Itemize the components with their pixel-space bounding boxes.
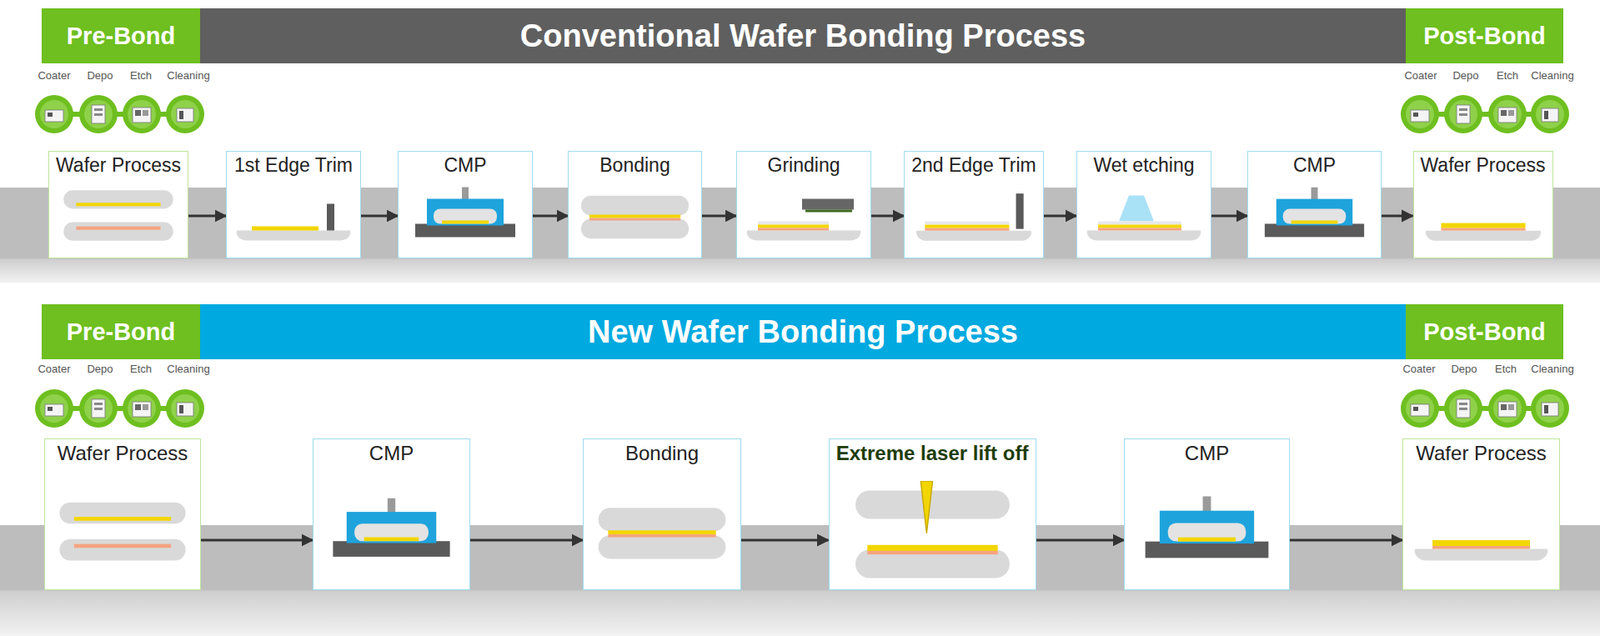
flow-arrow [1289, 539, 1403, 542]
flow-arrow [871, 215, 904, 218]
equipment-label: Cleaning [166, 69, 210, 82]
process-step-box: Wafer Process [48, 150, 189, 259]
flow-arrow [1036, 539, 1125, 542]
step-title: Bonding [599, 151, 670, 177]
step-title: CMP [1184, 439, 1229, 466]
wafer-illustration [398, 180, 532, 256]
step-title: Conventional Wafer Bonding Process [520, 18, 1086, 55]
flow-arrow [470, 539, 583, 542]
wafer-illustration [1248, 180, 1381, 256]
flow-arrow [1211, 215, 1248, 218]
process-step-box: Wafer Process [44, 438, 201, 591]
wafer-illustration [904, 180, 1044, 256]
step-title: Post-Bond [1423, 22, 1546, 51]
step-title: CMP [369, 439, 414, 466]
step-title: Wafer Process [1420, 151, 1546, 177]
flow-arrow [1043, 215, 1077, 218]
wafer-illustration [737, 180, 871, 256]
step-title: 1st Edge Trim [234, 151, 353, 177]
step-title: Extreme laser lift off [836, 439, 1029, 466]
step-title: Pre-Bond [66, 318, 176, 347]
flow-arrow [200, 539, 313, 542]
stage-tag: Post-Bond [1405, 304, 1564, 360]
stage-tag: Post-Bond [1405, 8, 1564, 64]
flow-arrow [532, 215, 568, 218]
equipment-label: Coater [1402, 362, 1435, 376]
flow-arrow [702, 215, 737, 218]
process-step-box: CMP [1123, 438, 1290, 591]
equipment-label: Etch [1496, 69, 1519, 82]
step-title: 2nd Edge Trim [911, 151, 1037, 177]
equipment-label: Coater [1404, 69, 1437, 82]
equipment-label: Coater [37, 69, 71, 82]
flow-arrow [741, 539, 829, 542]
wafer-illustration [45, 481, 201, 588]
wafer-illustration [49, 180, 188, 256]
step-title: Post-Bond [1423, 318, 1546, 347]
step-title: New Wafer Bonding Process [587, 314, 1019, 351]
wafer-illustration [313, 481, 470, 588]
step-title: Bonding [625, 439, 699, 466]
equipment-label: Etch [130, 69, 152, 82]
process-title-bar: New Wafer Bonding Process [200, 304, 1406, 360]
equipment-label: Depo [86, 362, 113, 376]
equipment-label: Etch [130, 362, 152, 376]
process-title-bar: Conventional Wafer Bonding Process [200, 8, 1406, 64]
process-step-box: Wafer Process [1413, 150, 1554, 259]
equipment-label: Depo [1450, 362, 1477, 376]
equipment-label: Coater [37, 362, 71, 376]
step-title: CMP [443, 151, 487, 177]
wafer-illustration [1403, 481, 1560, 588]
step-title: Pre-Bond [66, 22, 176, 51]
process-step-box: Wet etching [1076, 150, 1212, 259]
wafer-illustration [583, 481, 741, 588]
step-title: Wafer Process [1415, 439, 1546, 466]
stage-tag: Pre-Bond [41, 8, 201, 64]
process-step-box: Grinding [736, 150, 872, 259]
process-step-box: Bonding [567, 150, 703, 259]
process-band [0, 525, 1600, 636]
step-title: Wafer Process [57, 439, 188, 466]
flow-arrow [361, 215, 398, 218]
stage-tag: Pre-Bond [41, 304, 201, 360]
wafer-illustration [1124, 481, 1290, 588]
process-step-box: CMP [397, 150, 533, 259]
flow-arrow [188, 215, 226, 218]
wafer-illustration [829, 481, 1036, 588]
wafer-illustration [1414, 180, 1553, 256]
process-step-box: CMP [1247, 150, 1382, 259]
equipment-label: Cleaning [1530, 69, 1574, 82]
wafer-illustration [568, 180, 702, 256]
equipment-label: Depo [86, 69, 113, 82]
process-step-box: Bonding [582, 438, 742, 591]
process-step-box: CMP [312, 438, 471, 591]
process-step-box: Wafer Process [1402, 438, 1560, 591]
wafer-illustration [1077, 180, 1211, 256]
step-title: Wet etching [1093, 151, 1194, 177]
step-title: Wafer Process [55, 151, 181, 177]
process-step-box: 1st Edge Trim [225, 150, 362, 259]
step-title: Grinding [767, 151, 841, 177]
equipment-label: Cleaning [166, 362, 210, 376]
process-step-box: Extreme laser lift off [828, 438, 1037, 591]
equipment-label: Depo [1452, 69, 1479, 82]
process-step-box: 2nd Edge Trim [903, 150, 1044, 259]
flow-arrow [1381, 215, 1414, 218]
equipment-label: Cleaning [1530, 362, 1574, 376]
step-title: CMP [1293, 151, 1336, 177]
equipment-label: Etch [1494, 362, 1517, 376]
wafer-illustration [226, 180, 361, 256]
